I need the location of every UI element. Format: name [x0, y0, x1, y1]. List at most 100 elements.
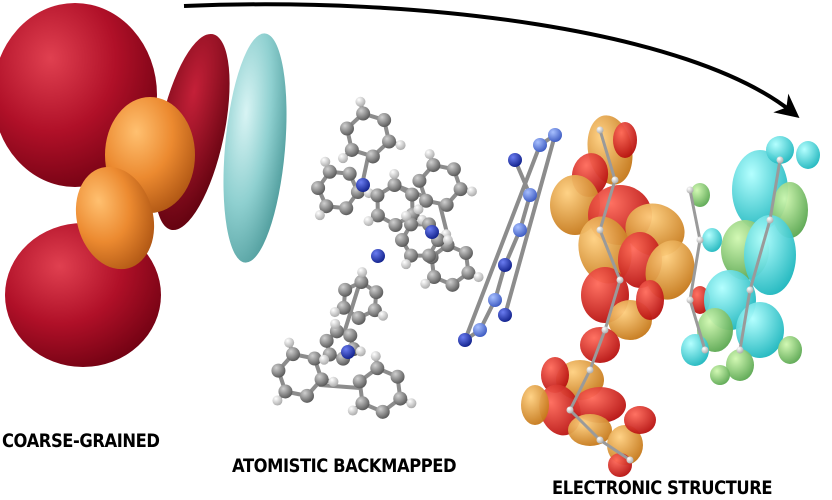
carbon-atom [404, 248, 418, 263]
carbon-atom [370, 361, 385, 376]
carbon-atom [286, 347, 301, 362]
hydrogen-atom [395, 140, 406, 151]
hydrogen-atom [601, 326, 609, 334]
hydrogen-atom [355, 96, 366, 107]
bond [598, 129, 617, 181]
bond [343, 280, 362, 332]
hydrogen-atom [406, 398, 417, 409]
carbon-atom [344, 142, 359, 157]
nitrogen-atom [458, 333, 472, 347]
hydrogen-atom [347, 405, 358, 416]
hydrogen-atom [766, 216, 774, 224]
carbon-atom [299, 388, 314, 403]
hydrogen-atom [473, 272, 484, 283]
carbon-atom [370, 188, 385, 203]
hydrogen-atom [420, 278, 431, 289]
carbon-atom [382, 134, 397, 149]
nitrogen-atom [488, 293, 502, 307]
hydrogen-atom [284, 337, 295, 348]
carbon-atom [339, 121, 354, 136]
orbital-lobe [613, 122, 637, 158]
nitrogen-atom [425, 225, 439, 239]
carbon-atom [446, 162, 461, 177]
coarse-grained-model [0, 3, 287, 367]
nitrogen-atom [356, 178, 370, 192]
carbon-atom [367, 303, 382, 318]
hydrogen-atom [389, 169, 400, 180]
orbital-lobe [550, 175, 600, 235]
bond [748, 219, 772, 291]
orbital-lobe [690, 183, 710, 207]
carbon-atom [395, 233, 409, 247]
carbon-atom [390, 369, 405, 384]
bond [598, 179, 617, 231]
hydrogen-atom [330, 318, 341, 329]
carbon-atom [278, 384, 293, 399]
orbital-lobe [539, 384, 581, 436]
carbon-atom [404, 217, 418, 232]
carbon-atom [351, 310, 366, 325]
orbital-lobe [624, 406, 656, 434]
carbon-atom [369, 285, 384, 300]
carbon-atom [458, 245, 473, 260]
hydrogen-atom [442, 235, 453, 245]
carbon-atom [319, 333, 334, 348]
orbital-lobe [726, 349, 754, 381]
carbon-atom [445, 277, 460, 292]
carbon-atom [314, 372, 329, 387]
orbital-lobe [702, 228, 722, 252]
bond [318, 383, 362, 390]
carbon-atom [427, 270, 442, 285]
hydrogen-atom [686, 296, 694, 304]
hydrogen-atom [329, 307, 340, 318]
carbon-atom [343, 328, 358, 343]
carbon-atom [375, 404, 390, 419]
hydrogen-atom [466, 186, 477, 197]
carbon-atom [271, 363, 286, 378]
label-electronic-structure: ELECTRONIC STRUCTURE [552, 477, 773, 499]
carbon-atom [311, 181, 326, 196]
bond [588, 329, 607, 371]
label-coarse-grained: COARSE-GRAINED [2, 430, 160, 452]
hydrogen-atom [363, 216, 374, 227]
hydrogen-atom [586, 366, 594, 374]
bond [688, 239, 702, 301]
hydrogen-atom [314, 210, 325, 221]
carbon-atom [387, 178, 402, 193]
carbon-atom [412, 173, 427, 188]
orange-bead-lower [75, 166, 155, 270]
nitrogen-atom [371, 249, 385, 263]
orbital-lobe [574, 387, 626, 423]
hydrogen-atom [596, 436, 604, 444]
hydrogen-atom [566, 406, 574, 414]
orbital-lobe [796, 141, 820, 169]
orbital-lobe [736, 302, 784, 358]
hydrogen-atom [401, 259, 412, 270]
carbon-atom [354, 275, 369, 290]
nitrogen-atom [498, 258, 512, 272]
hydrogen-atom [776, 156, 784, 164]
bond [688, 189, 702, 241]
hydrogen-atom [686, 186, 694, 194]
carbon-atom [355, 396, 370, 411]
nitrogen-atom [548, 128, 562, 142]
hydrogen-atom [320, 156, 331, 167]
bond [598, 229, 622, 281]
hydrogen-atom [272, 395, 283, 406]
hydrogen-atom [611, 176, 619, 184]
carbon-atom [365, 149, 380, 164]
bond [568, 369, 592, 411]
nitrogen-atom [523, 188, 537, 202]
hydrogen-atom [616, 276, 624, 284]
hydrogen-atom [701, 346, 709, 354]
hydrogen-atom [696, 236, 704, 244]
nitrogen-atom [508, 153, 522, 167]
orbital-lobe [608, 453, 632, 477]
carbon-atom [338, 282, 353, 297]
carbon-atom [322, 164, 337, 179]
carbon-atom [370, 208, 385, 223]
carbon-atom [339, 201, 354, 216]
carbon-atom [352, 374, 367, 389]
carbon-atom [405, 187, 420, 202]
nitrogen-atom [533, 138, 547, 152]
